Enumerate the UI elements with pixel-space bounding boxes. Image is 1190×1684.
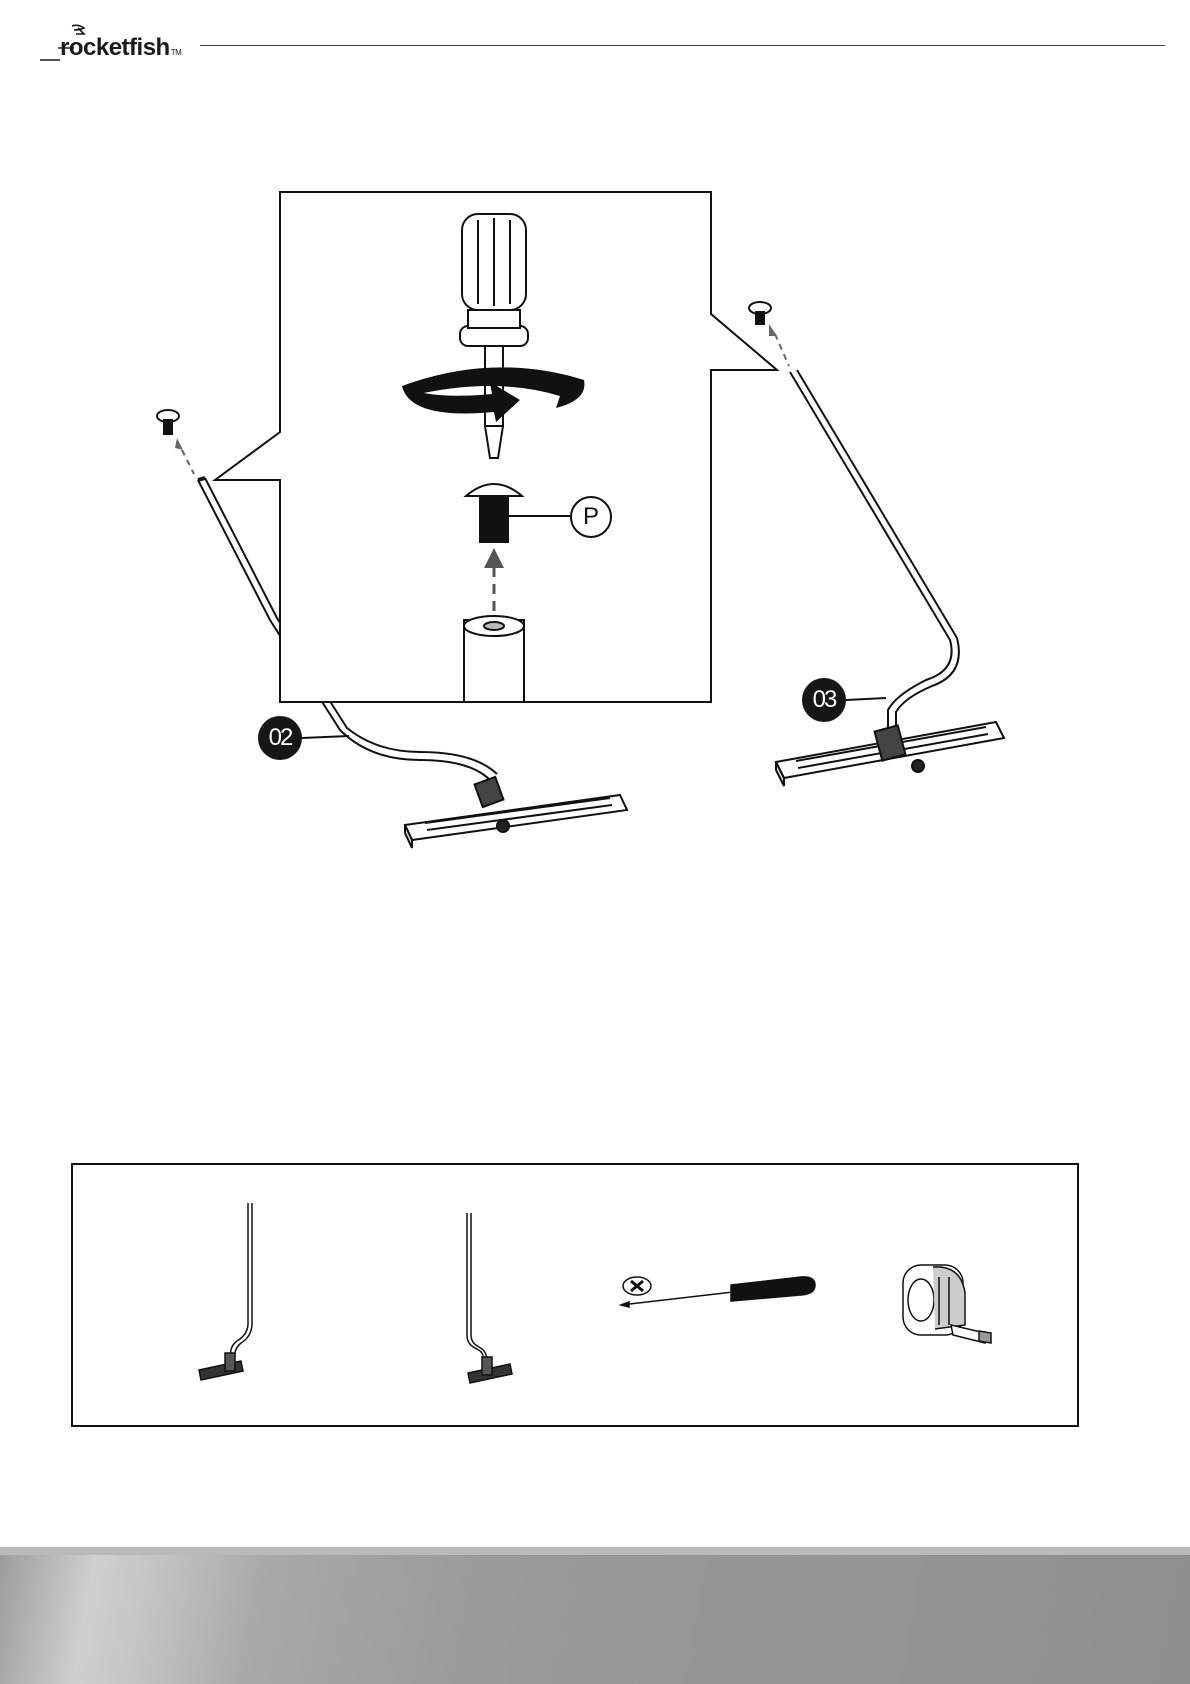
speaker-stand-right — [769, 324, 1004, 786]
rocketfish-logo: rocketfishTM — [40, 22, 190, 66]
callout-leader-left — [302, 736, 349, 738]
page-header: rocketfishTM — [0, 0, 1190, 80]
phillips-screwdriver-icon — [621, 1277, 815, 1307]
callout-02: 02 — [258, 716, 302, 760]
footer-band — [0, 1547, 1190, 1684]
part-label-p: P — [570, 496, 612, 538]
base-plate-right — [776, 722, 1004, 786]
screw-right — [749, 302, 771, 325]
callout-leader-right — [846, 698, 886, 700]
base-plate-left — [405, 777, 627, 848]
speaker-stand-03-thumbnail — [467, 1213, 512, 1383]
brand-name: rocketfishTM — [60, 34, 181, 62]
tube-detail — [464, 616, 524, 702]
header-divider — [200, 45, 1165, 46]
trademark-mark: TM — [171, 48, 182, 57]
tools-needed-box — [71, 1163, 1079, 1427]
detail-zoom-box — [215, 192, 777, 702]
footer-top-line — [0, 1547, 1190, 1555]
assembly-figure: 02 03 P — [0, 150, 1190, 890]
screw-left — [157, 410, 179, 435]
callout-03: 03 — [802, 678, 846, 722]
tape-measure-icon — [903, 1265, 991, 1343]
speaker-stand-02-thumbnail — [199, 1203, 252, 1380]
